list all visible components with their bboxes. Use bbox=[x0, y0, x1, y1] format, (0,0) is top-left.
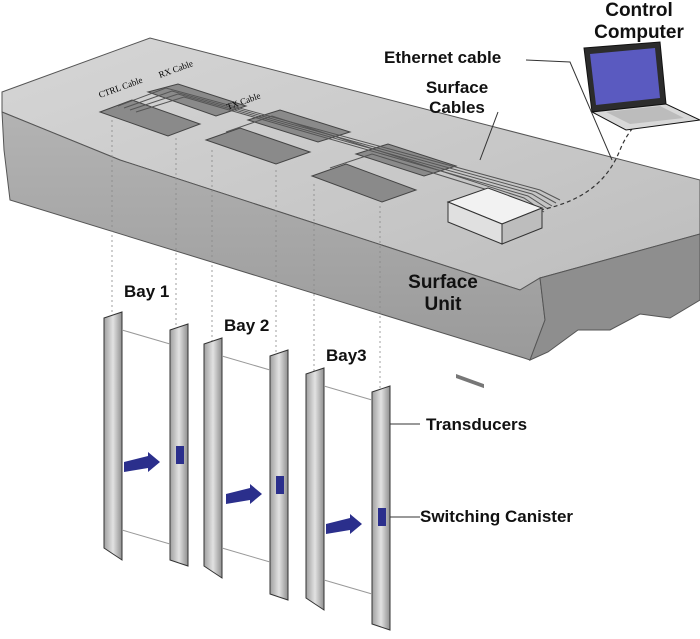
surface-unit-line-1: Surface bbox=[408, 272, 478, 293]
surface-cables bbox=[117, 87, 561, 216]
bay-2-label: Bay 2 bbox=[224, 316, 270, 335]
switching-canister-label: Switching Canister bbox=[420, 507, 574, 526]
surface-cables-label: Surface Cables bbox=[412, 78, 502, 118]
control-computer-line-1: Control bbox=[605, 0, 673, 21]
switching-canister-bay3 bbox=[378, 508, 386, 526]
bay-2-rack bbox=[203, 337, 289, 601]
bay-3-rack bbox=[305, 367, 391, 631]
bay-1-rack bbox=[103, 311, 189, 567]
trench-5 bbox=[310, 163, 418, 203]
surface-unit-label: Surface Unit bbox=[398, 272, 488, 316]
surface-cables-line-2: Cables bbox=[429, 98, 485, 117]
surface-cables-line-1: Surface bbox=[425, 78, 489, 97]
switching-canister-bay2 bbox=[276, 476, 284, 494]
ethernet-cable bbox=[539, 111, 649, 211]
transducer-arrow-bay1 bbox=[124, 452, 160, 472]
switching-canister-bay1 bbox=[176, 446, 184, 464]
slab-broken-end bbox=[529, 233, 700, 361]
bay-1-label: Bay 1 bbox=[124, 282, 170, 301]
control-computer-line-2: Computer bbox=[594, 22, 684, 43]
leader-lines bbox=[386, 59, 613, 518]
bay-3-label: Bay3 bbox=[326, 346, 367, 365]
transducer-arrow-bay2 bbox=[226, 484, 262, 504]
surface-unit-box-icon bbox=[446, 187, 544, 389]
surface-unit-line-2: Unit bbox=[424, 294, 462, 315]
trench-1 bbox=[98, 99, 202, 137]
drop-lines bbox=[111, 120, 381, 392]
ethernet-cable-label: Ethernet cable bbox=[384, 48, 502, 67]
trench-3 bbox=[204, 127, 312, 165]
transducers-label: Transducers bbox=[426, 415, 528, 434]
control-computer-label: Control Computer bbox=[584, 0, 694, 44]
transducer-arrow-bay3 bbox=[326, 514, 362, 534]
laptop-icon bbox=[583, 41, 700, 131]
